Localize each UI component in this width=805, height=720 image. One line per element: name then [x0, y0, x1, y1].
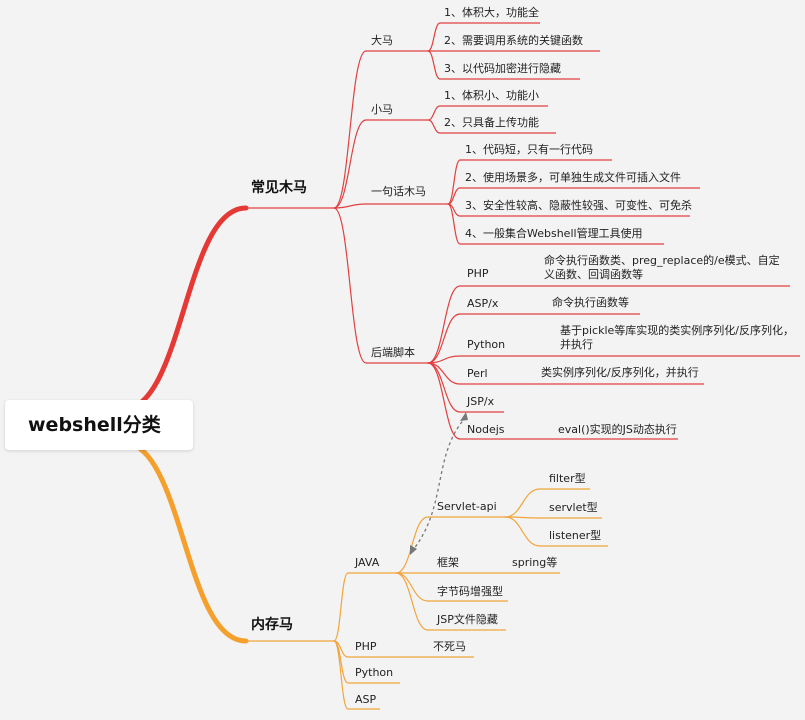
node-one-line-trojan[interactable]: 一句话木马 — [371, 185, 426, 198]
node-framework[interactable]: 框架 — [437, 556, 459, 569]
relation-arrowhead-bottom — [410, 545, 417, 555]
leaf-listener[interactable]: listener型 — [549, 529, 602, 542]
desc-php[interactable]: 命令执行函数类、preg_replace的/e模式、自定义函数、回调函数等 — [544, 254, 780, 281]
leaf-servlet[interactable]: servlet型 — [549, 501, 598, 514]
memory-link-3 — [333, 640, 349, 710]
desc-python[interactable]: 基于pickle等库实现的类实例序列化/反序列化，并执行 — [560, 324, 794, 351]
java-link-0 — [395, 516, 429, 574]
leaf-oneline-3[interactable]: 3、安全性较高、隐蔽性较强、可变性、可免杀 — [465, 199, 692, 212]
servlet-api-link-0 — [504, 488, 541, 518]
servlet-api-link-2 — [504, 516, 541, 547]
java-link-3 — [395, 572, 429, 631]
lang-jspx[interactable]: JSP/x — [467, 395, 495, 408]
relation-arrowhead-top — [460, 412, 468, 421]
branch-memory-trojan[interactable]: 内存马 — [251, 617, 293, 633]
desc-perl[interactable]: 类实例序列化/反序列化，并执行 — [541, 366, 699, 379]
node-asp[interactable]: ASP — [355, 693, 377, 706]
leaf-large-3[interactable]: 3、以代码加密进行隐藏 — [444, 62, 561, 75]
leaf-oneline-1[interactable]: 1、代码短，只有一行代码 — [465, 143, 593, 156]
leaf-small-1[interactable]: 1、体积小、功能小 — [444, 89, 539, 102]
root-node[interactable]: webshell分类 — [5, 400, 193, 450]
leaf-filter[interactable]: filter型 — [549, 472, 586, 485]
oneline-link-0 — [447, 159, 461, 205]
leaf-oneline-4[interactable]: 4、一般集合Webshell管理工具使用 — [465, 227, 643, 240]
trojan-link-0 — [333, 50, 367, 209]
leaf-small-2[interactable]: 2、只具备上传功能 — [444, 116, 539, 129]
backend-link-4 — [427, 362, 461, 413]
trojan-link-3 — [333, 207, 367, 364]
trojan-link-2 — [333, 203, 367, 209]
desc-aspx[interactable]: 命令执行函数等 — [552, 296, 629, 309]
node-java[interactable]: JAVA — [355, 556, 380, 569]
leaf-large-2[interactable]: 2、需要调用系统的关键函数 — [444, 34, 583, 47]
root-label: webshell分类 — [28, 414, 161, 436]
node-large-trojan[interactable]: 大马 — [371, 34, 393, 47]
large-link-2 — [427, 50, 441, 80]
leaf-oneline-2[interactable]: 2、使用场景多，可单独生成文件可插入文件 — [465, 171, 681, 184]
root-to-memory-branch — [119, 439, 249, 644]
root-to-trojan-branch — [119, 205, 249, 413]
lang-perl[interactable]: Perl — [467, 367, 488, 380]
node-bytecode[interactable]: 字节码增强型 — [437, 585, 503, 598]
node-backend-scripts[interactable]: 后端脚本 — [371, 346, 415, 359]
leaf-spring[interactable]: spring等 — [512, 556, 558, 569]
node-small-trojan[interactable]: 小马 — [371, 103, 393, 116]
desc-nodejs[interactable]: eval()实现的JS动态执行 — [558, 423, 677, 436]
leaf-large-1[interactable]: 1、体积大，功能全 — [444, 6, 539, 19]
large-link-0 — [427, 22, 441, 52]
oneline-link-3 — [447, 203, 461, 245]
oneline-link-1 — [447, 187, 461, 205]
lang-nodejs[interactable]: Nodejs — [467, 423, 505, 436]
node-php[interactable]: PHP — [355, 640, 377, 653]
node-servlet-api[interactable]: Servlet-api — [437, 500, 497, 513]
small-link-0 — [427, 105, 441, 121]
node-jsp-hidden[interactable]: JSP文件隐藏 — [437, 613, 498, 626]
backend-link-1 — [427, 313, 461, 364]
relation-dashed-line — [412, 416, 467, 551]
leaf-undead[interactable]: 不死马 — [433, 640, 466, 653]
backend-link-0 — [427, 285, 461, 364]
branch-common-trojan[interactable]: 常见木马 — [251, 180, 307, 196]
small-link-1 — [427, 119, 441, 134]
backend-link-5 — [427, 362, 461, 440]
java-link-2 — [395, 572, 429, 602]
trojan-link-1 — [333, 119, 367, 209]
lang-python[interactable]: Python — [467, 338, 506, 351]
memory-link-0 — [333, 572, 349, 642]
lang-aspx[interactable]: ASP/x — [467, 297, 499, 310]
node-python[interactable]: Python — [355, 666, 394, 679]
lang-php[interactable]: PHP — [467, 267, 489, 280]
